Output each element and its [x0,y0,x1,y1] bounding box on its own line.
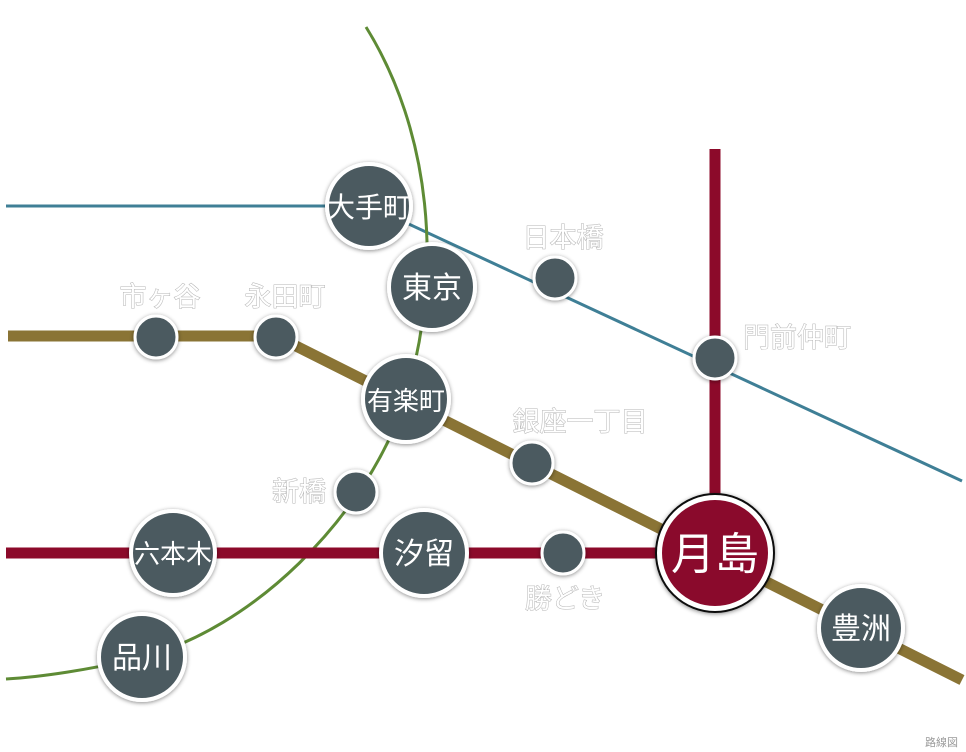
station-name-toyosu: 豊洲 [831,612,891,647]
station-shinagawa[interactable]: 品川 [97,612,187,702]
station-dot-ginza-itchome[interactable] [509,440,555,486]
station-toyosu[interactable]: 豊洲 [817,584,905,672]
station-circle [361,354,451,444]
label-kachidoki: 勝どき [525,584,605,615]
station-name-tokyo: 東京 [402,271,462,306]
label-nihonbashi: 日本橋 [523,223,604,254]
station-dot-monzennakacho[interactable] [692,335,738,381]
station-circle [325,162,413,250]
station-roppongi[interactable]: 六本木 [129,509,217,597]
station-dot-nagatacho[interactable] [253,314,299,360]
station-name-yurakucho: 有楽町 [367,387,445,417]
station-dot-kachidoki[interactable] [540,530,586,576]
station-name-tsukishima: 月島 [671,529,759,580]
station-name-otemachi: 大手町 [327,191,411,224]
station-name-roppongi: 六本木 [134,540,212,570]
station-circle [129,509,217,597]
station-name-shiodome: 汐留 [394,537,454,572]
station-circle [387,242,477,332]
label-ichigaya: 市ヶ谷 [120,282,201,313]
label-monzennakacho: 門前仲町 [743,323,851,354]
station-otemachi[interactable]: 大手町 [325,162,413,250]
station-shiodome[interactable]: 汐留 [379,508,469,598]
station-highlight-inner [662,500,768,606]
station-circle [97,612,187,702]
station-yurakucho[interactable]: 有楽町 [361,354,451,444]
label-nagatacho: 永田町 [245,282,326,313]
station-name-shinagawa: 品川 [112,641,172,676]
line-green [5,26,429,681]
station-circle [817,584,905,672]
station-tsukishima[interactable]: 月島 [655,493,775,613]
station-circle [379,508,469,598]
watermark-text: 路線図 [925,735,958,749]
station-dot-shimbashi[interactable] [333,469,379,515]
station-tokyo[interactable]: 東京 [387,242,477,332]
label-shimbashi: 新橋 [272,477,326,508]
station-dot-nihonbashi[interactable] [532,255,578,301]
label-ginza-itchome: 銀座一丁目 [513,407,648,438]
station-dot-ichigaya[interactable] [133,314,179,360]
